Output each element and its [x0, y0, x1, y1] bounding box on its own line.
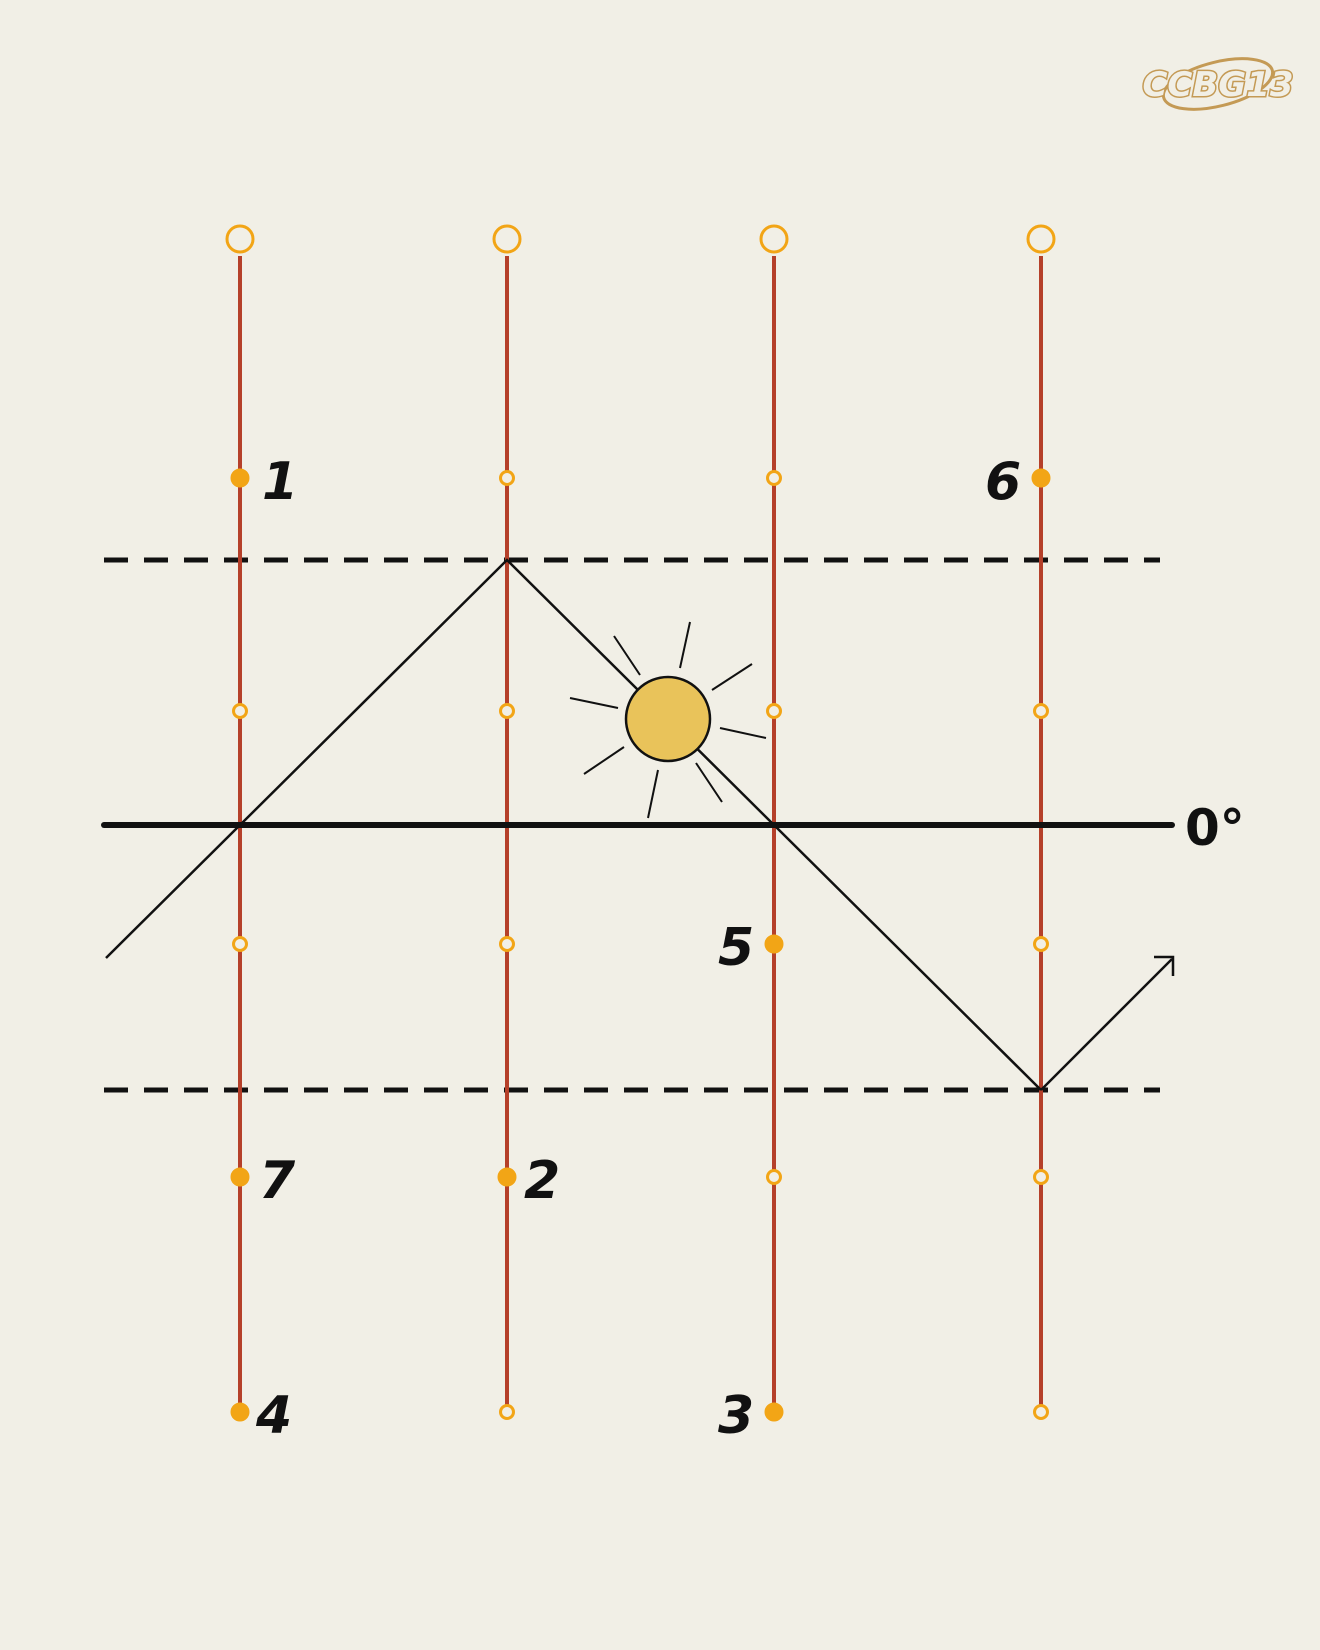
top-ring — [225, 224, 255, 254]
open-dot — [499, 470, 515, 486]
open-dot — [1033, 1404, 1049, 1420]
open-dot — [499, 703, 515, 719]
open-dot — [499, 1404, 515, 1420]
logo-ring — [1161, 57, 1275, 111]
marker-dot-7 — [230, 1167, 250, 1187]
open-dot — [766, 470, 782, 486]
marker-dot-4 — [230, 1402, 250, 1422]
zigzag-path — [105, 558, 1042, 1091]
open-dot — [1033, 1169, 1049, 1185]
logo: CCBG13 — [1141, 57, 1295, 111]
marker-dot-5 — [764, 934, 784, 954]
marker-dot-1 — [230, 468, 250, 488]
marker-label-7: 7 — [259, 1151, 296, 1211]
arrow-icon — [1040, 955, 1175, 1091]
open-dot — [766, 1169, 782, 1185]
logo-text: CCBG13 — [1142, 65, 1293, 105]
marker-label-6: 6 — [985, 452, 1021, 512]
marker-dot-3 — [764, 1402, 784, 1422]
top-ring — [759, 224, 789, 254]
marker-dot-6 — [1031, 468, 1051, 488]
top-ring — [492, 224, 522, 254]
open-dot — [232, 936, 248, 952]
marker-label-2: 2 — [524, 1151, 560, 1211]
sun-icon — [569, 621, 767, 819]
marker-label-3: 3 — [718, 1386, 754, 1446]
marker-dot-2 — [497, 1167, 517, 1187]
marker-label-1: 1 — [262, 452, 298, 512]
open-dot — [499, 936, 515, 952]
marker-label-5: 5 — [718, 918, 754, 978]
open-dot — [1033, 936, 1049, 952]
open-dot — [232, 703, 248, 719]
open-dot — [766, 703, 782, 719]
top-ring — [1026, 224, 1056, 254]
marker-label-4: 4 — [255, 1386, 292, 1446]
open-dot — [1033, 703, 1049, 719]
equator-label: 0° — [1185, 799, 1245, 857]
